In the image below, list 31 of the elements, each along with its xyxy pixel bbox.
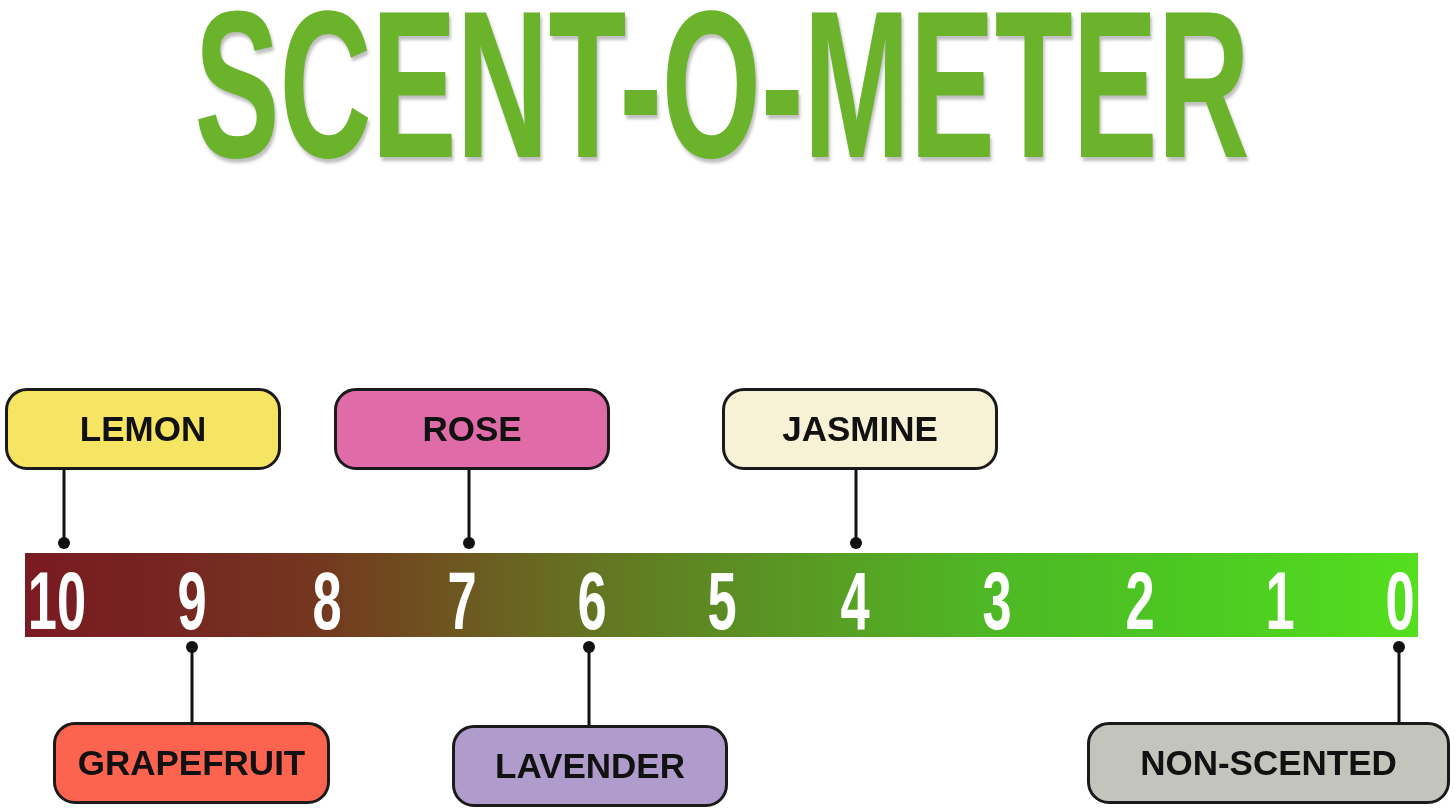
scale-number: 0 <box>1385 560 1415 642</box>
box-text: ROSE <box>422 409 522 449</box>
gradient-scale-bar <box>25 553 1418 637</box>
label-box <box>5 388 281 470</box>
leader-line <box>186 641 198 722</box>
scale-number: 5 <box>707 560 737 642</box>
scale-number: 1 <box>1265 560 1295 642</box>
scale-number: 9 <box>177 560 207 642</box>
scale-number: 2 <box>1125 560 1155 642</box>
scale-number: 3 <box>982 560 1012 642</box>
scale-number: 8 <box>312 560 342 642</box>
box-text: JASMINE <box>782 409 938 449</box>
label-box <box>722 388 998 470</box>
box-text: GRAPEFRUIT <box>77 743 306 783</box>
leader-line <box>58 470 70 549</box>
label-box <box>1087 722 1450 804</box>
leader-line <box>583 641 595 725</box>
label-box <box>53 722 330 804</box>
scale-number: 6 <box>577 560 607 642</box>
leader-line <box>463 470 475 549</box>
scale-number: 10 <box>27 560 87 642</box>
label-box <box>452 725 728 807</box>
box-text: LEMON <box>79 409 207 449</box>
box-text: NON-SCENTED <box>1140 743 1397 783</box>
leader-line <box>850 470 862 549</box>
scale-number: 7 <box>447 560 477 642</box>
box-text: LAVENDER <box>495 746 685 786</box>
leader-line <box>1393 641 1405 722</box>
label-box <box>334 388 610 470</box>
title: SCENT-O-METER <box>194 1 1250 169</box>
scale-number: 4 <box>840 560 870 642</box>
